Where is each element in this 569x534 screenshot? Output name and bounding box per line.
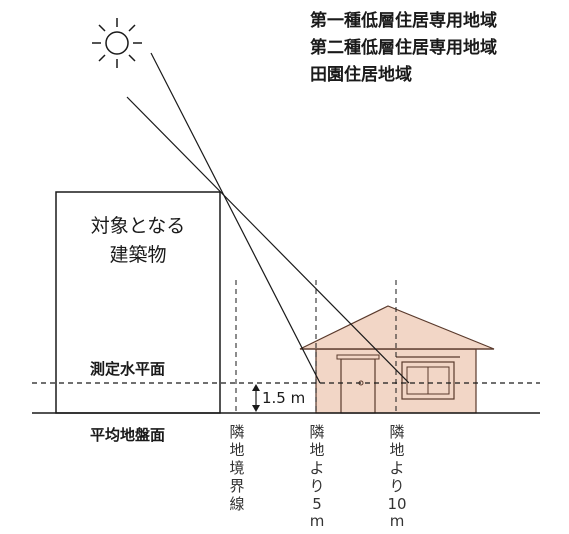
- svg-text:地: 地: [389, 441, 404, 459]
- svg-text:地: 地: [309, 441, 324, 459]
- sun-icon: [92, 18, 142, 68]
- zone-3: 田園住居地域: [310, 64, 412, 85]
- ground-plane-label: 平均地盤面: [90, 426, 165, 444]
- svg-text:り: り: [389, 477, 404, 495]
- five-m-label: 隣 地 よ り 5 m: [309, 423, 324, 530]
- svg-text:線: 線: [229, 495, 244, 513]
- svg-text:界: 界: [229, 477, 244, 495]
- zone-2: 第二種低層住居専用地域: [310, 37, 497, 58]
- svg-text:10: 10: [387, 495, 406, 513]
- svg-text:地: 地: [229, 441, 244, 459]
- sun-ray-lower: [150, 52, 321, 384]
- neighbor-house: [299, 305, 495, 414]
- svg-text:よ: よ: [309, 459, 324, 477]
- height-arrow: [252, 384, 260, 412]
- svg-text:m: m: [310, 512, 325, 530]
- svg-text:よ: よ: [389, 459, 404, 477]
- target-building: [55, 191, 221, 414]
- building-label-line2: 建築物: [109, 244, 166, 266]
- measure-plane-label: 測定水平面: [90, 360, 165, 378]
- sun-ray-upper: [126, 96, 410, 384]
- svg-text:隣: 隣: [309, 423, 324, 441]
- building-label-line1: 対象となる: [91, 215, 185, 237]
- ten-m-label: 隣 地 よ り 10 m: [387, 423, 406, 530]
- boundary-label: 隣 地 境 界 線: [229, 423, 244, 513]
- height-label: 1.5 m: [262, 389, 305, 407]
- svg-text:境: 境: [229, 459, 244, 477]
- zone-1: 第一種低層住居専用地域: [310, 10, 497, 31]
- door: [340, 358, 376, 414]
- svg-text:5: 5: [312, 495, 322, 513]
- svg-text:m: m: [390, 512, 405, 530]
- svg-text:隣: 隣: [389, 423, 404, 441]
- svg-text:隣: 隣: [229, 423, 244, 441]
- svg-text:り: り: [309, 477, 324, 495]
